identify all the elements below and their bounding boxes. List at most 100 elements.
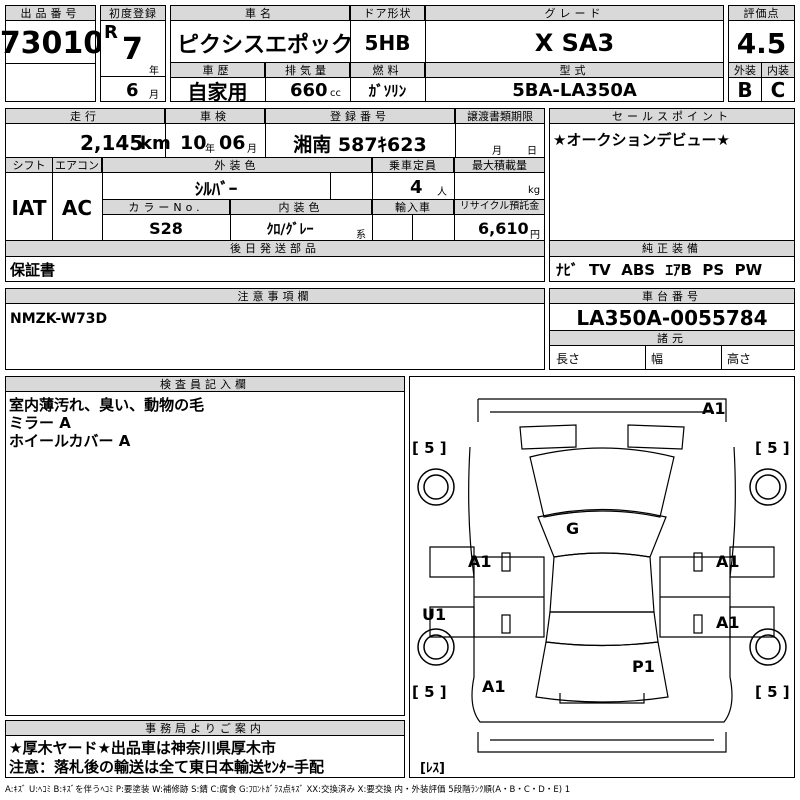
inspector-box	[5, 376, 405, 716]
exterior-grade: B	[737, 78, 753, 102]
car-info-box	[170, 5, 724, 102]
first-reg-label: 初度登録	[100, 5, 166, 21]
displacement: 660	[290, 79, 328, 101]
later-parts: 保証書	[10, 261, 56, 279]
first-reg-box	[100, 5, 166, 102]
inspector-line-1: 室内薄汚れ、臭い、動物の毛	[9, 395, 205, 414]
recycle-label: リサイクル預託金	[454, 199, 545, 215]
later-parts-label: 後日発送部品	[5, 240, 545, 257]
score-label: 評価点	[728, 5, 795, 21]
inspection-year-unit: 年	[205, 143, 215, 155]
inspection-year: 10	[180, 132, 207, 154]
mark-a1-right1: A1	[716, 552, 740, 571]
ext-color: ｼﾙﾊﾞｰ	[194, 179, 238, 200]
grade: X SA3	[534, 29, 615, 57]
int-color-unit: 系	[356, 229, 366, 241]
history: 自家用	[187, 79, 248, 104]
plate-label: 登録番号	[265, 108, 455, 124]
model-code: 5BA-LA350A	[512, 79, 637, 101]
capacity: 4	[410, 176, 423, 198]
color-no: S28	[149, 219, 183, 238]
mark-a1-right2: A1	[716, 613, 740, 632]
mark-tire-br: [ 5 ]	[755, 683, 790, 701]
inspection-label: 車検	[165, 108, 265, 124]
door-type: 5HB	[364, 31, 411, 55]
legend: A:ｷｽﾞ U:ﾍｺﾐ B:ｷｽﾞを伴うﾍｺﾐ P:要塗装 W:補修跡 S:錆 …	[5, 785, 571, 795]
length-label: 長さ	[556, 351, 581, 366]
recycle-unit: 円	[530, 229, 540, 241]
mileage: 2,145	[80, 131, 144, 155]
mark-u1-left: U1	[422, 605, 447, 624]
transfer-label: 譲渡書類期限	[455, 108, 545, 124]
ac-label: エアコン	[52, 157, 102, 173]
door-label: ドア形状	[350, 5, 425, 21]
max-load-label: 最大積載量	[454, 157, 545, 173]
mark-g-roof: G	[566, 519, 580, 538]
car-name-label: 車名	[170, 5, 350, 21]
score: 4.5	[736, 26, 787, 60]
sales-point: ★オークションデビュー★	[553, 130, 730, 149]
mileage-label: 走行	[5, 108, 165, 124]
interior-grade: C	[770, 78, 786, 102]
era: R	[104, 22, 118, 43]
ac: AC	[61, 196, 93, 220]
inspector-line-2: ミラー A	[9, 413, 71, 432]
capacity-unit: 人	[437, 186, 447, 198]
mark-a1-left: A1	[468, 552, 492, 571]
fuel-label: 燃料	[350, 62, 425, 78]
mark-spare: [ﾚｽ]	[420, 761, 445, 776]
history-label: 車歴	[170, 62, 265, 78]
transfer-day-unit: 日	[527, 145, 537, 157]
displacement-label: 排気量	[265, 62, 350, 78]
equipment-label: 純正装備	[549, 240, 795, 257]
inspection-month-unit: 月	[247, 143, 257, 155]
exterior-label: 外装	[728, 62, 762, 78]
fuel: ｶﾞｿﾘﾝ	[368, 81, 407, 100]
mark-a1-rear: A1	[482, 677, 506, 696]
office-line-2: 注意：落札後の輸送は全て東日本輸送ｾﾝﾀｰ手配	[9, 758, 325, 776]
width-label: 幅	[651, 351, 664, 366]
mark-tire-tl: [ 5 ]	[412, 439, 447, 457]
lot-number-label: 出品番号	[5, 5, 96, 21]
plate: 湘南 587ｷ623	[293, 133, 427, 156]
reg-month: 6	[126, 80, 139, 101]
notes: NMZK-W73D	[10, 311, 108, 327]
height-label: 高さ	[727, 351, 752, 366]
inspection-month: 06	[219, 132, 246, 154]
mark-tire-tr: [ 5 ]	[755, 439, 790, 457]
ext-color-label: 外装色	[102, 157, 372, 173]
equipment: ﾅﾋﾞ TV ABS ｴｱB PS PW	[556, 261, 763, 279]
car-outline-diagram	[417, 398, 787, 753]
mark-a1-top: A1	[702, 399, 726, 418]
reg-year: 7	[122, 32, 143, 67]
chassis: LA350A-0055784	[576, 305, 768, 330]
inspector-label: 検査員記入欄	[5, 376, 405, 392]
dims-label: 諸元	[549, 330, 795, 346]
month-unit: 月	[149, 90, 159, 101]
notes-label: 注意事項欄	[5, 288, 545, 304]
capacity-label: 乗車定員	[372, 157, 454, 173]
grade-label: グレード	[425, 5, 724, 21]
lot-number-box	[5, 5, 96, 102]
mark-tire-bl: [ 5 ]	[412, 683, 447, 701]
interior-label: 内装	[761, 62, 795, 78]
int-color-label: 内装色	[230, 199, 372, 215]
damage-diagram: A1 [ 5 ] [ 5 ] G A1 A1 U1 A1 P1 A1 [ 5 ]…	[409, 376, 795, 778]
color-no-label: カラーNo.	[102, 199, 230, 215]
int-color: ｸﾛ/ｸﾞﾚｰ	[266, 221, 314, 238]
displacement-unit: cc	[330, 87, 341, 99]
lot-number: 73010	[0, 25, 105, 61]
mark-p1-rear: P1	[632, 657, 655, 676]
shift: IAT	[11, 196, 47, 220]
max-load-unit: kg	[528, 184, 541, 196]
office-label: 事務局よりご案内	[5, 720, 405, 736]
sales-point-label: セールスポイント	[549, 108, 795, 124]
import-label: 輸入車	[372, 199, 454, 215]
shift-label: シフト	[5, 157, 53, 173]
car-name: ピクシスエポック	[177, 33, 354, 58]
model-code-label: 型式	[425, 62, 724, 78]
recycle: 6,610	[478, 219, 529, 238]
transfer-month-unit: 月	[492, 145, 502, 157]
office-line-1: ★厚木ヤード★出品車は神奈川県厚木市	[9, 739, 276, 757]
inspector-line-3: ホイールカバー A	[9, 431, 131, 450]
